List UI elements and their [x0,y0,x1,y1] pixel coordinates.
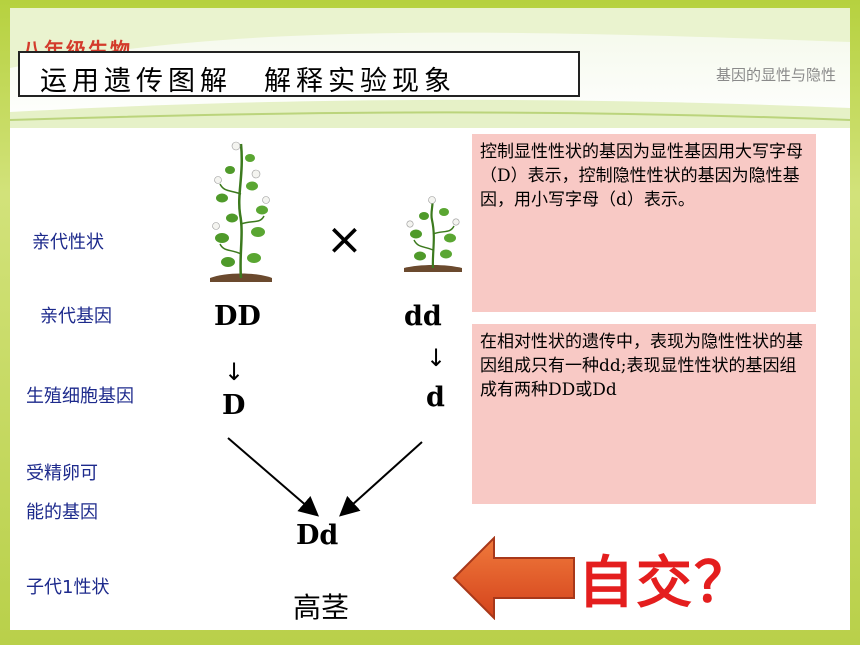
topic-label: 基因的显性与隐性 [715,66,836,84]
left-parent-gene: DD [214,301,261,332]
row-label-zygote-line1: 受精卵可 [26,463,98,484]
header-swoosh-icon [10,8,850,128]
row-label-gamete-gene: 生殖细胞基因 [26,386,134,407]
left-block-arrow-icon [452,536,575,620]
left-gamete-gene: D [222,390,246,421]
offspring-trait-value: 高茎 [293,591,350,624]
right-down-arrow: ↓ [426,344,447,372]
right-parent-gene: dd [404,301,442,332]
right-gamete-gene: d [426,382,445,413]
note-box-dominant-recessive: 控制显性性状的基因为显性基因用大写字母（D）表示，控制隐性性状的基因为隐性基因，… [472,134,816,312]
cross-symbol: × [326,214,363,265]
slide-content-area: 八年级生物 基因的显性与隐性 运用遗传图解 解释实验现象 亲代性状 亲代基因 生… [10,8,850,630]
offspring-gene: Dd [296,520,339,551]
row-label-parent-gene: 亲代基因 [40,306,112,327]
left-down-arrow: ↓ [224,358,245,386]
tall-pea-plant-icon [210,141,272,282]
note-box-genotypes: 在相对性状的遗传中，表现为隐性性状的基因组成只有一种dd;表现显性性状的基因组成… [472,324,816,504]
header-band: 八年级生物 基因的显性与隐性 运用遗传图解 解释实验现象 [10,8,850,128]
fertilization-arrows [227,437,423,517]
row-label-zygote-line2: 能的基因 [26,502,98,523]
self-cross-question: 自交？ [578,551,752,616]
title-box: 运用遗传图解 解释实验现象 [18,51,580,97]
row-label-offspring-trait: 子代1性状 [26,577,110,598]
row-label-parent-trait: 亲代性状 [32,232,104,253]
short-pea-plant-icon [404,196,462,272]
page-title: 运用遗传图解 解释实验现象 [40,66,456,97]
